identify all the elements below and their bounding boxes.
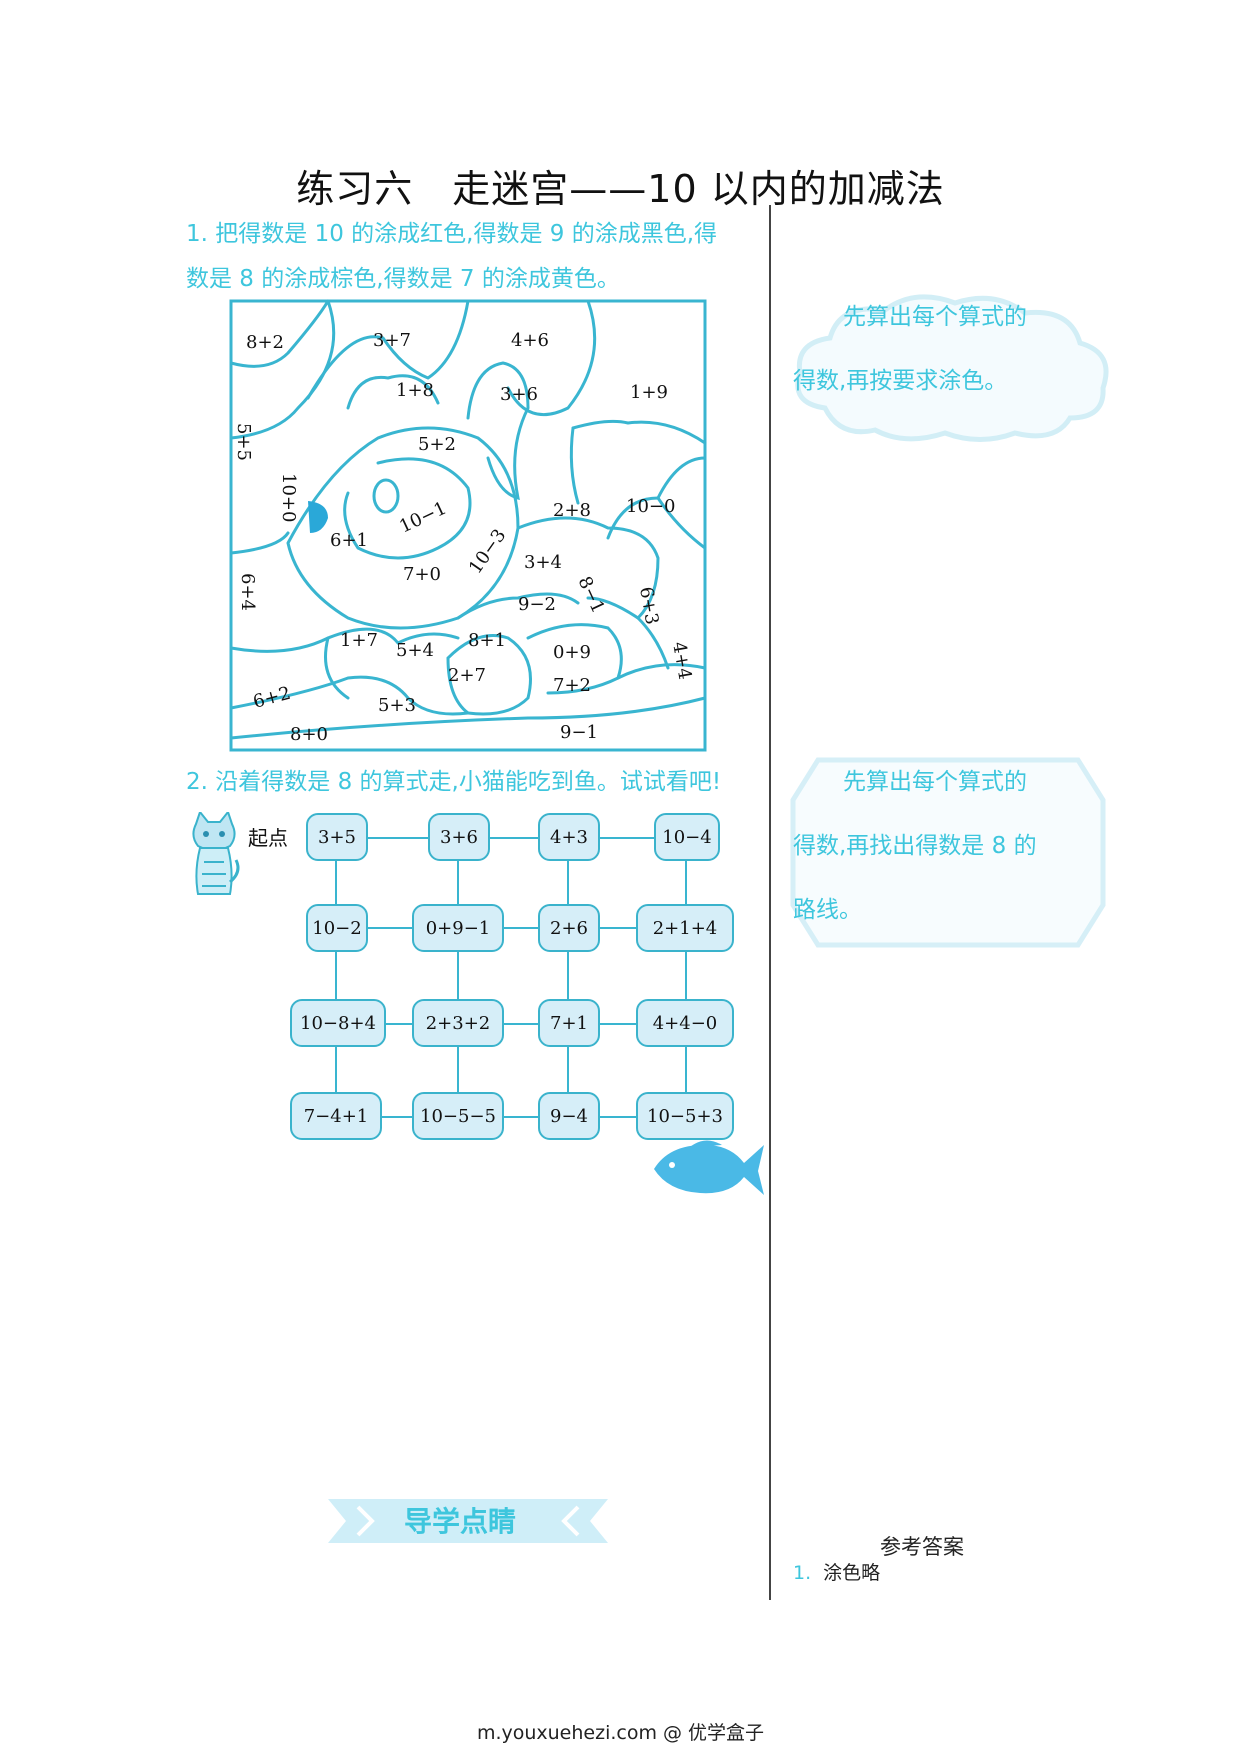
puzzle-line [616, 663, 707, 680]
maze-node[interactable]: 10−8+4 [290, 999, 386, 1047]
puzzle-line [466, 361, 530, 501]
puzzle-line [636, 616, 670, 670]
maze-node[interactable]: 2+1+4 [636, 904, 734, 952]
puzzle-line [343, 457, 472, 560]
tip-2-line-2: 得数,再找出得数是 8 的 [793, 833, 1037, 859]
puzzle-label: 0+9 [553, 642, 591, 663]
puzzle-label: 5+4 [396, 640, 434, 661]
maze-node[interactable]: 10−5−5 [412, 1092, 504, 1140]
maze-node[interactable]: 10−4 [654, 813, 720, 861]
puzzle-label: 4+6 [511, 330, 549, 351]
maze-node[interactable]: 7−4+1 [290, 1092, 382, 1140]
puzzle-label: 5+3 [378, 695, 416, 716]
puzzle-label: 10−0 [626, 496, 675, 517]
maze-node[interactable]: 4+4−0 [636, 999, 734, 1047]
puzzle-line [571, 419, 707, 445]
eye-shape [372, 478, 400, 514]
puzzle-label: 1+9 [630, 382, 668, 403]
maze-node[interactable]: 4+3 [538, 813, 600, 861]
cloud-shape [795, 294, 1109, 442]
maze-node[interactable]: 7+1 [538, 999, 600, 1047]
start-label: 起点 [248, 826, 288, 850]
column-divider [769, 205, 771, 1600]
tip-2-line-3: 路线。 [793, 897, 862, 923]
coloring-puzzle: 8+2 3+7 4+6 1+8 3+6 1+9 5+5 5+2 10+0 10−… [229, 299, 707, 752]
puzzle-label: 9−1 [560, 722, 598, 743]
answer-item: 1. 涂色略 [793, 1558, 880, 1585]
banner-title: 导学点睛 [404, 1505, 517, 1538]
puzzle-label: 1+7 [340, 630, 378, 651]
puzzle-label: 8+2 [246, 332, 284, 353]
tip-2-line-1: 先算出每个算式的 [843, 769, 1027, 795]
kitten-icon [192, 812, 240, 895]
puzzle-label: 5+5 [233, 423, 254, 461]
puzzle-line [456, 592, 580, 620]
banner-shape [328, 1499, 608, 1543]
answer-number: 1. [793, 1562, 812, 1584]
puzzle-label: 7+0 [403, 564, 441, 585]
puzzle-label: 3+7 [373, 330, 411, 351]
maze-node[interactable]: 3+5 [306, 813, 368, 861]
tip-2: 先算出每个算式的 得数,再找出得数是 8 的 路线。 [793, 750, 1113, 942]
puzzle-label: 2+7 [448, 665, 486, 686]
maze-node[interactable]: 3+6 [428, 813, 490, 861]
puzzle-label: 2+8 [553, 500, 591, 521]
puzzle-line [526, 623, 623, 695]
puzzle-line [324, 636, 350, 700]
puzzle-line [229, 696, 707, 740]
puzzle-line [446, 634, 532, 716]
maze-node[interactable]: 2+3+2 [412, 999, 504, 1047]
maze-node[interactable]: 10−2 [306, 904, 368, 952]
question-1-line-1: 1. 把得数是 10 的涂成红色,得数是 9 的涂成黑色,得 [186, 221, 718, 247]
puzzle-label: 3+4 [524, 552, 562, 573]
maze-node[interactable]: 2+6 [538, 904, 600, 952]
question-1-text: 1. 把得数是 10 的涂成红色,得数是 9 的涂成黑色,得 数是 8 的涂成棕… [186, 212, 756, 302]
puzzle-line [229, 675, 470, 716]
tip-box-shape [790, 757, 1106, 948]
puzzle-label: 7+2 [553, 675, 591, 696]
footer-watermark: m.youxuehezi.com @ 优学盒子 [476, 1722, 765, 1744]
page-title: 练习六 走迷宫——10 以内的加减法 [296, 167, 945, 211]
tip-1: 先算出每个算式的 得数,再按要求涂色。 [793, 285, 1123, 413]
puzzle-label: 8+0 [290, 724, 328, 745]
puzzle-label: 5+2 [418, 434, 456, 455]
puzzle-label: 3+6 [500, 384, 538, 405]
maze-node[interactable]: 9−4 [538, 1092, 600, 1140]
question-2-text: 2. 沿着得数是 8 的算式走,小猫能吃到鱼。试试看吧! [186, 769, 722, 795]
question-1-line-2: 数是 8 的涂成棕色,得数是 7 的涂成黄色。 [186, 266, 620, 292]
puzzle-line [396, 632, 460, 645]
puzzle-label: 6+1 [330, 530, 368, 551]
maze-node[interactable]: 10−5+3 [636, 1092, 734, 1140]
answers-title: 参考答案 [880, 1535, 964, 1559]
puzzle-label: 9−2 [518, 594, 556, 615]
fish-icon [654, 1140, 764, 1195]
puzzle-label: 1+8 [396, 380, 434, 401]
puzzle-label: 8+1 [468, 630, 506, 651]
tip-1-line-2: 得数,再按要求涂色。 [793, 368, 1008, 394]
puzzle-label: 6+4 [237, 573, 258, 611]
puzzle-line [516, 516, 660, 620]
puzzle-line [506, 299, 597, 417]
puzzle-label: 10+0 [278, 473, 299, 522]
maze-node[interactable]: 0+9−1 [412, 904, 504, 952]
answer-text: 涂色略 [823, 1562, 881, 1584]
puzzle-line [229, 299, 330, 368]
puzzle-line [229, 299, 336, 440]
puzzle-line [656, 456, 707, 500]
puzzle-line [569, 426, 580, 505]
nose-shape [308, 501, 328, 533]
puzzle-line [229, 531, 290, 555]
puzzle-line [306, 299, 470, 400]
puzzle-line [346, 374, 440, 410]
tip-1-line-1: 先算出每个算式的 [843, 304, 1027, 330]
